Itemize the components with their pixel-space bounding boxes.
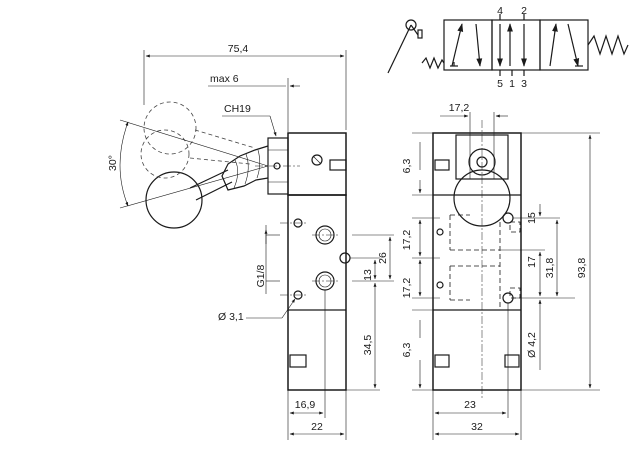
dim-port-spacing: 26 (377, 252, 389, 264)
label-hole-front: Ø 3,1 (218, 311, 244, 323)
dim-overall-length: 75,4 (228, 43, 249, 55)
dim-lever-angle: 30° (107, 155, 119, 171)
dim-body-width-side: 32 (471, 421, 483, 433)
dim-17: 17 (526, 256, 538, 268)
dim-top-offset: 6,3 (401, 159, 413, 174)
dim-15: 15 (526, 212, 538, 224)
port-label-2: 2 (521, 5, 527, 17)
dim-max: max 6 (210, 73, 239, 85)
port-label-5: 5 (497, 78, 503, 90)
front-view: 30° 75,4 max 6 CH19 G1/8 Ø 3,1 26 1 (107, 43, 394, 440)
dim-lower-height: 34,5 (362, 335, 374, 356)
dim-stem-width: 17,2 (449, 102, 470, 114)
dim-total-height: 93,8 (576, 258, 588, 279)
side-view: 17,2 6,3 17,2 17,2 6,3 15 17 31,8 93,8 (401, 102, 600, 440)
dim-hole-spacing: 23 (464, 399, 476, 411)
port-label-4: 4 (497, 5, 503, 17)
dim-31-8: 31,8 (544, 258, 556, 279)
dim-pitch-upper: 17,2 (401, 230, 413, 251)
label-wrench-size: CH19 (224, 103, 251, 115)
dim-port-position: 16,9 (295, 399, 316, 411)
port-label-3: 3 (521, 78, 527, 90)
valve-symbol: 4 2 5 1 3 (387, 5, 629, 90)
dim-body-width-front: 22 (311, 421, 323, 433)
label-thread: G1/8 (255, 264, 267, 287)
dim-pitch-lower: 17,2 (401, 278, 413, 299)
dim-bottom-offset: 6,3 (401, 343, 413, 358)
port-label-1: 1 (509, 78, 515, 90)
dim-port-offset: 13 (362, 269, 374, 281)
label-hole-side: Ø 4,2 (526, 332, 538, 358)
